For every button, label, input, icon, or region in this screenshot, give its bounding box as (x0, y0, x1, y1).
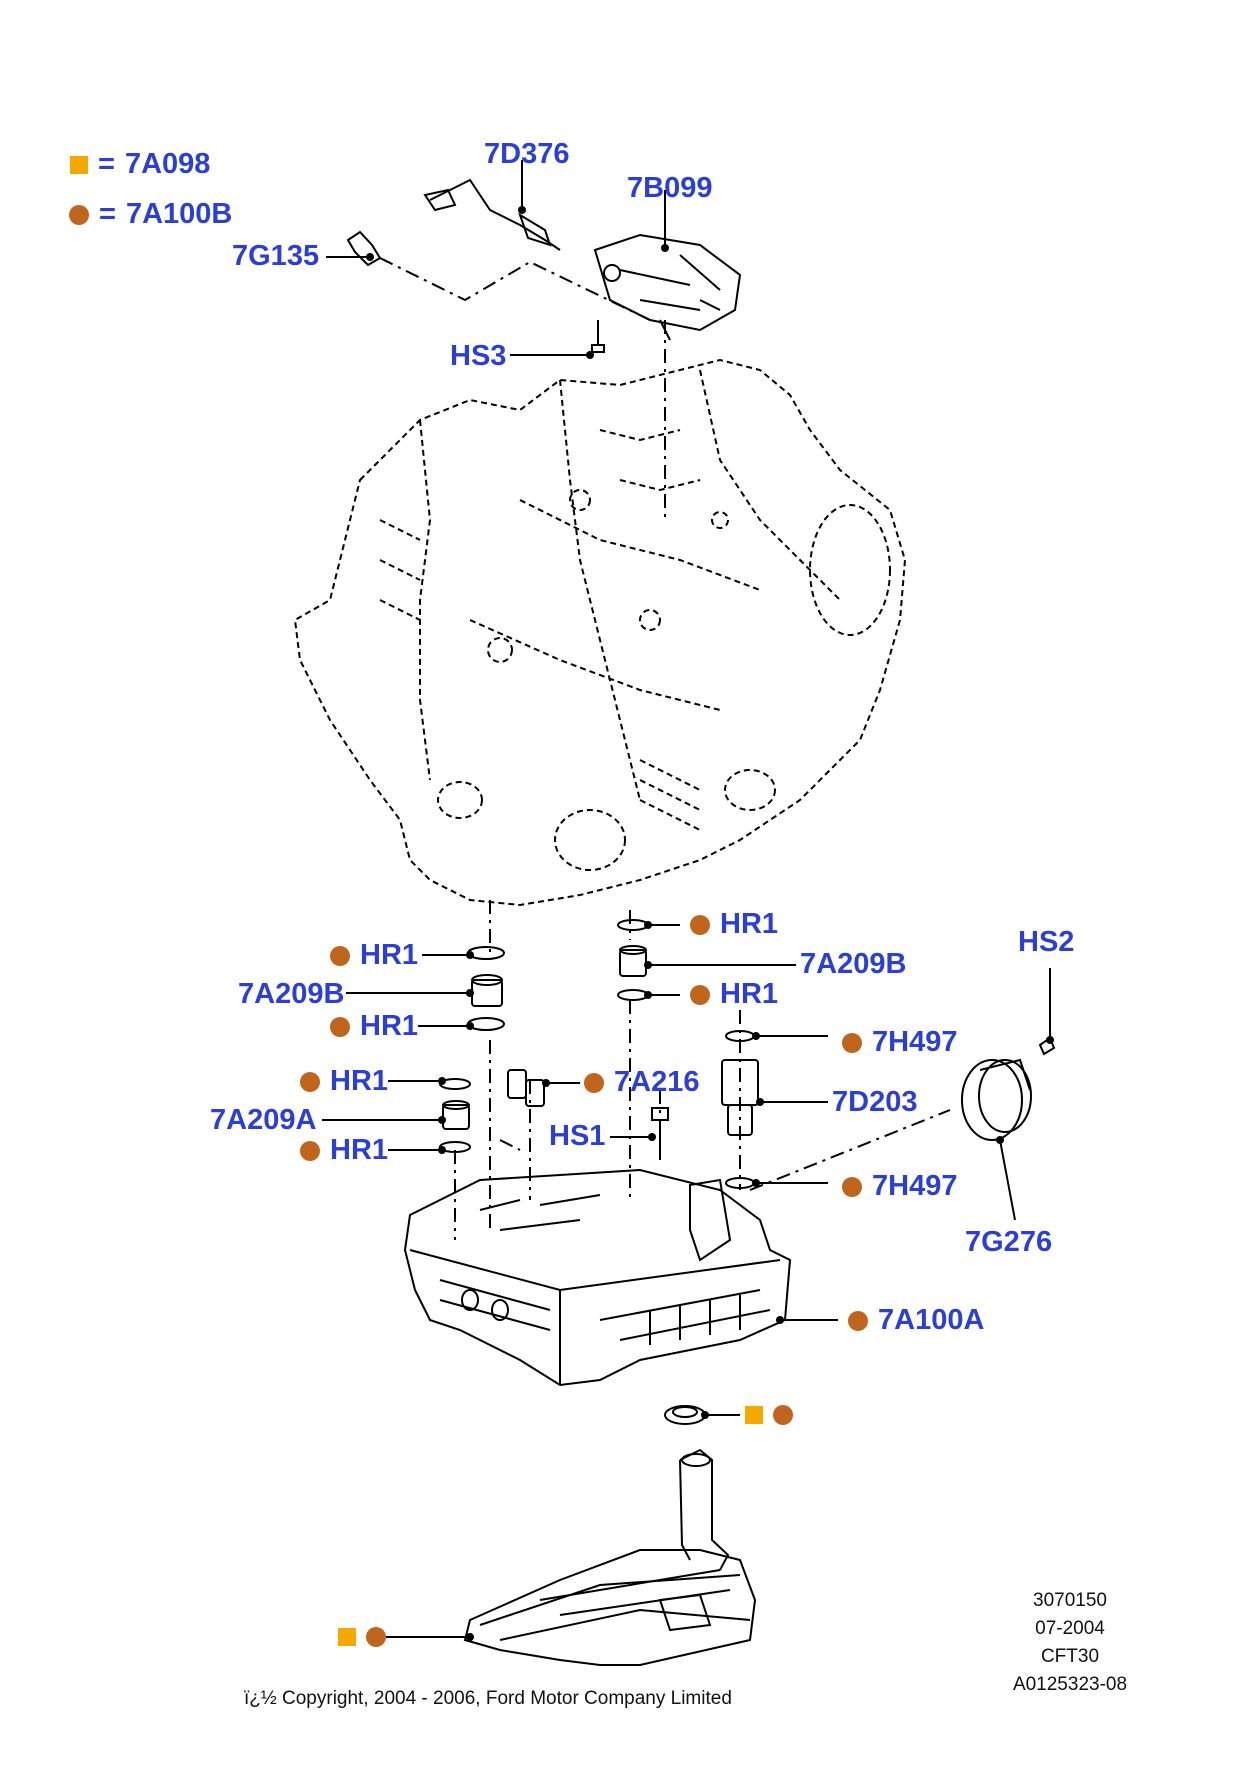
label-7G135: 7G135 (232, 240, 320, 272)
legend-code: 7A098 (124, 148, 211, 180)
dot-marker-icon (300, 1140, 320, 1161)
transmission-fluid-filter (463, 1448, 757, 1666)
plug-7A216 (507, 1069, 545, 1107)
accumulator-sleeve-7A209A (442, 1100, 470, 1130)
square-marker-icon (70, 155, 88, 174)
marker-pair-filter (338, 1627, 386, 1647)
dot-marker-icon (773, 1405, 793, 1425)
dot-marker-icon (330, 1016, 350, 1037)
dot-marker-icon (842, 1032, 862, 1053)
selector-cable-7D376 (423, 178, 561, 251)
label-HS1: HS1 (549, 1120, 606, 1152)
label-hr1-right-top: HR1 (690, 910, 778, 939)
dot-marker-icon (330, 945, 350, 966)
transmission-case (293, 358, 907, 907)
valve-body-7A100A (403, 1168, 792, 1387)
marker-pair-seal (745, 1405, 793, 1425)
dot-marker-icon (690, 914, 710, 935)
legend-code: 7A100B (125, 198, 233, 230)
label-7G276: 7G276 (965, 1226, 1053, 1258)
square-marker-icon (338, 1628, 356, 1646)
label-7D376: 7D376 (484, 138, 570, 170)
label-hr1-left-1: HR1 (330, 941, 418, 970)
copyright-notice: ï¿½ Copyright, 2004 - 2006, Ford Motor C… (244, 1688, 732, 1709)
dot-marker-icon (842, 1176, 862, 1197)
label-HS3: HS3 (450, 340, 507, 372)
dot-marker-icon (300, 1071, 320, 1092)
label-7A209A: 7A209A (210, 1104, 317, 1136)
label-7A100A: 7A100A (848, 1306, 984, 1335)
dot-marker-icon (584, 1072, 604, 1093)
dot-marker-icon (366, 1627, 386, 1647)
info-block: 3070150 07-2004 CFT30 A0125323-08 (1012, 1590, 1128, 1695)
label-7A209B-right: 7A209B (800, 948, 907, 980)
dot-marker-icon (690, 984, 710, 1005)
legend-dot: = 7A100B (69, 198, 232, 231)
square-marker-icon (745, 1406, 763, 1424)
dot-marker-icon (848, 1310, 868, 1331)
pin-7G135 (346, 230, 382, 267)
connector-7G276 (961, 1058, 1032, 1141)
sensor-7D203 (721, 1059, 759, 1136)
label-hr1-left-2: HR1 (330, 1012, 418, 1041)
label-7B099: 7B099 (627, 172, 713, 204)
dot-marker-icon (69, 204, 89, 225)
label-7A216: 7A216 (584, 1068, 699, 1097)
label-7D203: 7D203 (832, 1086, 918, 1118)
label-7H497-top: 7H497 (842, 1028, 957, 1057)
accumulator-sleeve-7A209B (471, 974, 503, 1007)
label-hr1-right-bottom: HR1 (690, 980, 778, 1009)
filter-seal (664, 1405, 706, 1425)
label-7H497-bottom: 7H497 (842, 1172, 957, 1201)
legend-square: = 7A098 (70, 148, 210, 181)
bolt-HS3 (591, 320, 605, 353)
label-HS2: HS2 (1018, 926, 1075, 958)
label-7A209B-left: 7A209B (238, 978, 345, 1010)
label-hr1-left-4: HR1 (300, 1136, 388, 1165)
label-hr1-left-3: HR1 (300, 1067, 388, 1096)
bolt-HS1 (651, 1107, 669, 1160)
